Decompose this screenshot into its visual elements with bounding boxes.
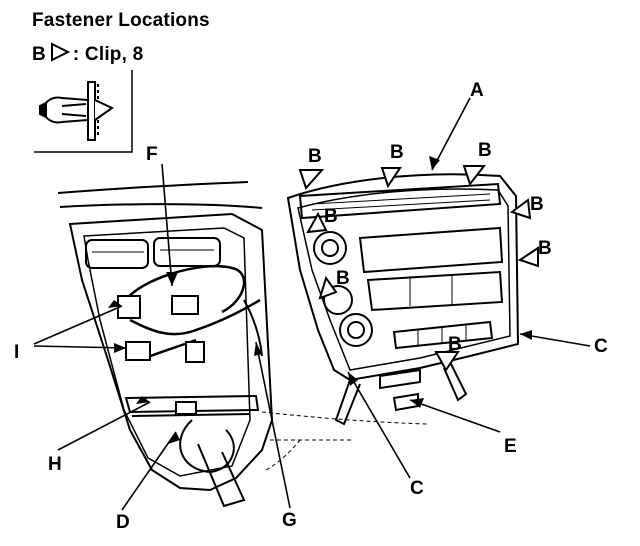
dashboard-outline: [57, 181, 263, 209]
callout-c-1: C: [594, 336, 608, 357]
leader-arrowheads: [108, 156, 532, 444]
legend-letter: B: [32, 44, 46, 66]
page-title: Fastener Locations: [32, 10, 210, 31]
callout-b-1: B: [308, 146, 322, 167]
legend-text: : Clip, 8: [72, 44, 144, 66]
clip-marker-3: [462, 165, 487, 187]
fastener-legend: B : Clip, 8: [32, 42, 143, 68]
hollow-triangle-icon: [50, 42, 71, 68]
clip-marker-1: [298, 169, 325, 190]
clip-marker-4: [509, 198, 532, 220]
callout-b-7: B: [336, 268, 350, 289]
leader-lines: [33, 97, 591, 511]
callout-h: H: [48, 454, 62, 475]
callout-labels: A B B B B B B B B C C D E F G H I: [14, 80, 608, 533]
clip-marker-2: [380, 167, 402, 189]
clip-marker-5: [517, 246, 539, 268]
clip-marker-8: [434, 351, 460, 372]
callout-a: A: [470, 80, 484, 101]
clip-marker-7: [318, 275, 338, 300]
callout-i: I: [14, 342, 19, 363]
callout-e: E: [504, 436, 517, 457]
callout-b-4: B: [530, 194, 544, 215]
callout-d: D: [116, 512, 130, 533]
callout-c-2: C: [410, 478, 424, 499]
callout-g: G: [282, 510, 297, 531]
dash-opening: [68, 212, 274, 508]
callout-b-2: B: [390, 142, 404, 163]
callout-b-3: B: [478, 140, 492, 161]
callout-b-6: B: [324, 206, 338, 227]
alignment-lines: [261, 411, 429, 471]
clip-detail-icon: [34, 70, 133, 153]
callout-f: F: [146, 144, 158, 165]
callout-b-5: B: [538, 238, 552, 259]
clip-marker-6: [306, 211, 328, 234]
audio-panel: [286, 173, 520, 426]
clip-markers: [298, 165, 539, 372]
callout-b-8: B: [448, 334, 462, 355]
